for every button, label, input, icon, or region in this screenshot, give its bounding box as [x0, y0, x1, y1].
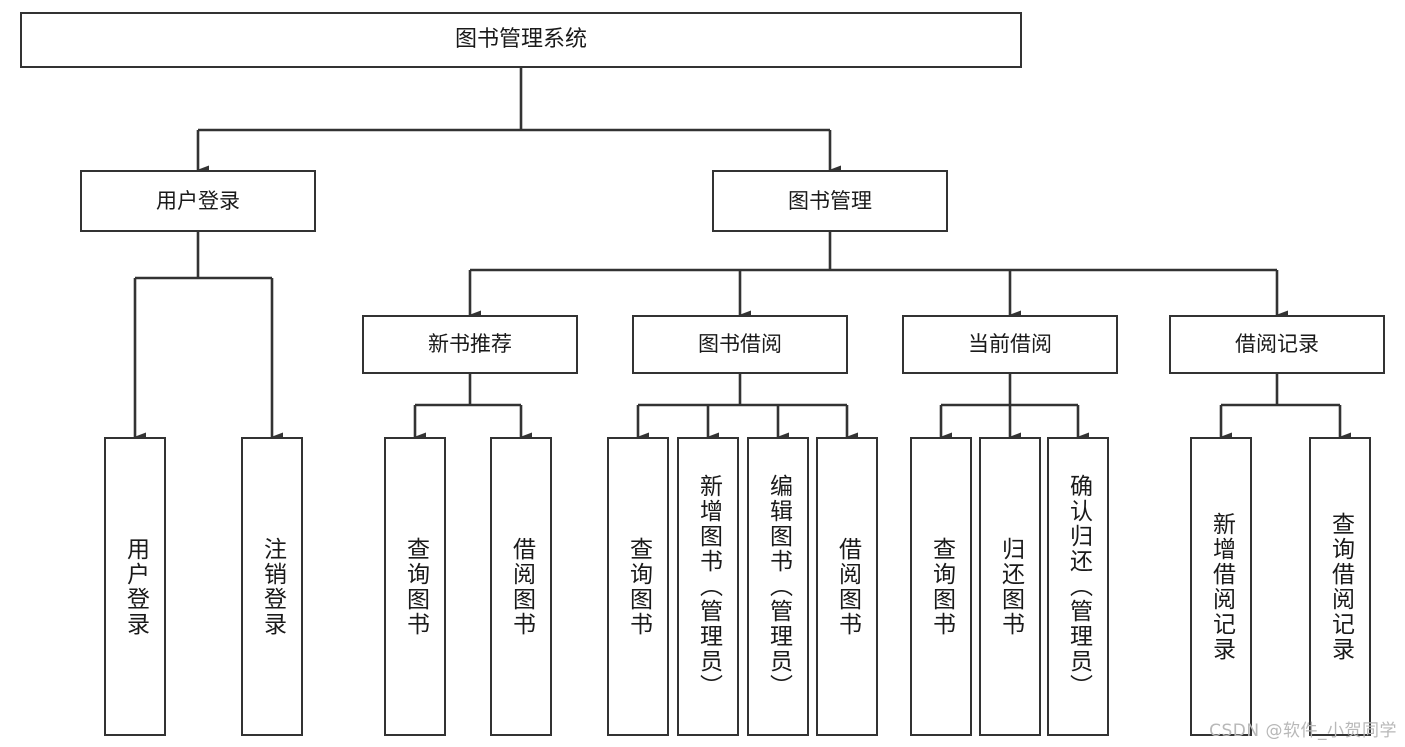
- node-label: 图书管理系统: [454, 27, 587, 53]
- node-label: 注销登录: [259, 536, 286, 637]
- leaf-borrow-book-borrowing[interactable]: 借阅图书: [816, 437, 878, 736]
- leaf-return-book[interactable]: 归还图书: [979, 437, 1041, 736]
- node-label: 归还图书: [997, 536, 1024, 637]
- node-label: 当前借阅: [968, 332, 1052, 357]
- node-label: 借阅图书: [508, 536, 535, 637]
- leaf-query-book-current[interactable]: 查询图书: [910, 437, 972, 736]
- node-new-book-recommendation[interactable]: 新书推荐: [362, 315, 578, 374]
- node-user-login[interactable]: 用户登录: [80, 170, 316, 232]
- node-label: 用户登录: [122, 536, 149, 637]
- node-label: 借阅记录: [1235, 332, 1319, 357]
- node-label: 图书管理: [788, 188, 872, 213]
- node-label: 查询图书: [402, 536, 429, 637]
- leaf-add-book-admin[interactable]: 新增图书（管理员）: [677, 437, 739, 736]
- leaf-user-login[interactable]: 用户登录: [104, 437, 166, 736]
- node-label: 用户登录: [156, 188, 240, 213]
- node-current-borrowing[interactable]: 当前借阅: [902, 315, 1118, 374]
- node-label: 查询借阅记录: [1327, 511, 1354, 662]
- leaf-query-book-recommendation[interactable]: 查询图书: [384, 437, 446, 736]
- node-label: 新书推荐: [428, 332, 512, 357]
- node-label: 查询图书: [625, 536, 652, 637]
- leaf-add-borrow-record[interactable]: 新增借阅记录: [1190, 437, 1252, 736]
- node-label: 新增图书（管理员）: [695, 474, 722, 699]
- node-book-management[interactable]: 图书管理: [712, 170, 948, 232]
- leaf-confirm-return-admin[interactable]: 确认归还（管理员）: [1047, 437, 1109, 736]
- node-book-borrowing[interactable]: 图书借阅: [632, 315, 848, 374]
- leaf-logout[interactable]: 注销登录: [241, 437, 303, 736]
- csdn-watermark: CSDN @软件_小贺同学: [1209, 721, 1397, 741]
- node-label: 确认归还（管理员）: [1065, 474, 1092, 699]
- leaf-query-book-borrowing[interactable]: 查询图书: [607, 437, 669, 736]
- node-label: 图书借阅: [698, 332, 782, 357]
- node-label: 查询图书: [928, 536, 955, 637]
- leaf-edit-book-admin[interactable]: 编辑图书（管理员）: [747, 437, 809, 736]
- node-book-management-system[interactable]: 图书管理系统: [20, 12, 1022, 68]
- node-borrowing-record[interactable]: 借阅记录: [1169, 315, 1385, 374]
- node-label: 新增借阅记录: [1208, 511, 1235, 662]
- leaf-borrow-book-recommendation[interactable]: 借阅图书: [490, 437, 552, 736]
- node-label: 编辑图书（管理员）: [765, 474, 792, 699]
- node-label: 借阅图书: [834, 536, 861, 637]
- leaf-query-borrow-record[interactable]: 查询借阅记录: [1309, 437, 1371, 736]
